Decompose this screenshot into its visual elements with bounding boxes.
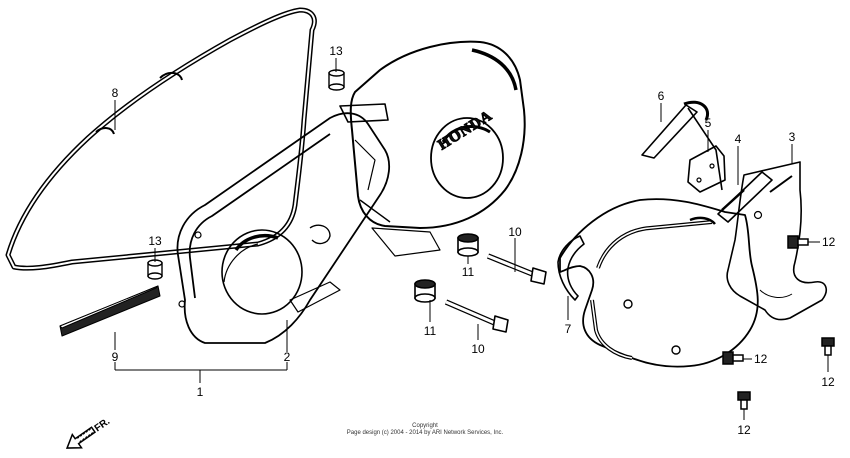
callout-6: 6 xyxy=(658,89,665,103)
pad-part xyxy=(59,285,161,337)
callout-10-upper: 10 xyxy=(508,225,522,239)
gasket-part xyxy=(5,7,317,271)
inner-cover-part xyxy=(176,112,441,344)
callout-3: 3 xyxy=(789,130,796,144)
leader-lines xyxy=(114,58,829,420)
callout-5: 5 xyxy=(705,116,712,130)
callout-1: 1 xyxy=(197,385,204,399)
collar-part-lower xyxy=(147,259,163,280)
callout-11-upper: 11 xyxy=(462,265,475,279)
callout-9: 9 xyxy=(112,350,119,364)
callout-7: 7 xyxy=(565,322,572,336)
lower-cover-part xyxy=(557,198,759,368)
small-seal-part xyxy=(717,171,773,223)
callout-11-lower: 11 xyxy=(424,324,437,338)
bolt-short-1 xyxy=(787,235,809,249)
outer-cover-part: HONDA xyxy=(339,40,526,229)
callout-10-lower: 10 xyxy=(471,342,485,356)
callout-13-lower: 13 xyxy=(148,234,162,248)
copyright-notice: Copyright Page design (c) 2004 - 2014 by… xyxy=(0,423,850,437)
grommet-part-right xyxy=(457,233,479,257)
bracket-plate-part xyxy=(687,145,726,193)
callout-12-b: 12 xyxy=(754,352,768,366)
copyright-line-2: Page design (c) 2004 - 2014 by ARI Netwo… xyxy=(346,430,504,436)
callout-12-d: 12 xyxy=(737,423,751,437)
rear-cover-part xyxy=(726,161,827,321)
bolt-long-upper xyxy=(486,253,547,285)
callout-12-a: 12 xyxy=(822,235,836,249)
bolt-short-2 xyxy=(722,351,744,365)
collar-part-upper xyxy=(328,69,345,91)
bolt-short-4 xyxy=(737,391,751,410)
callout-4: 4 xyxy=(735,132,742,146)
bolt-short-3 xyxy=(821,337,835,356)
grommet-part-left xyxy=(414,279,436,303)
copyright-line-1: Copyright xyxy=(412,423,438,429)
callout-8: 8 xyxy=(112,86,119,100)
bolt-long-lower xyxy=(444,299,509,333)
callout-2: 2 xyxy=(284,350,291,364)
seal-strip-part xyxy=(641,100,723,191)
callout-12-c: 12 xyxy=(821,375,835,389)
callout-13-upper: 13 xyxy=(329,44,343,58)
